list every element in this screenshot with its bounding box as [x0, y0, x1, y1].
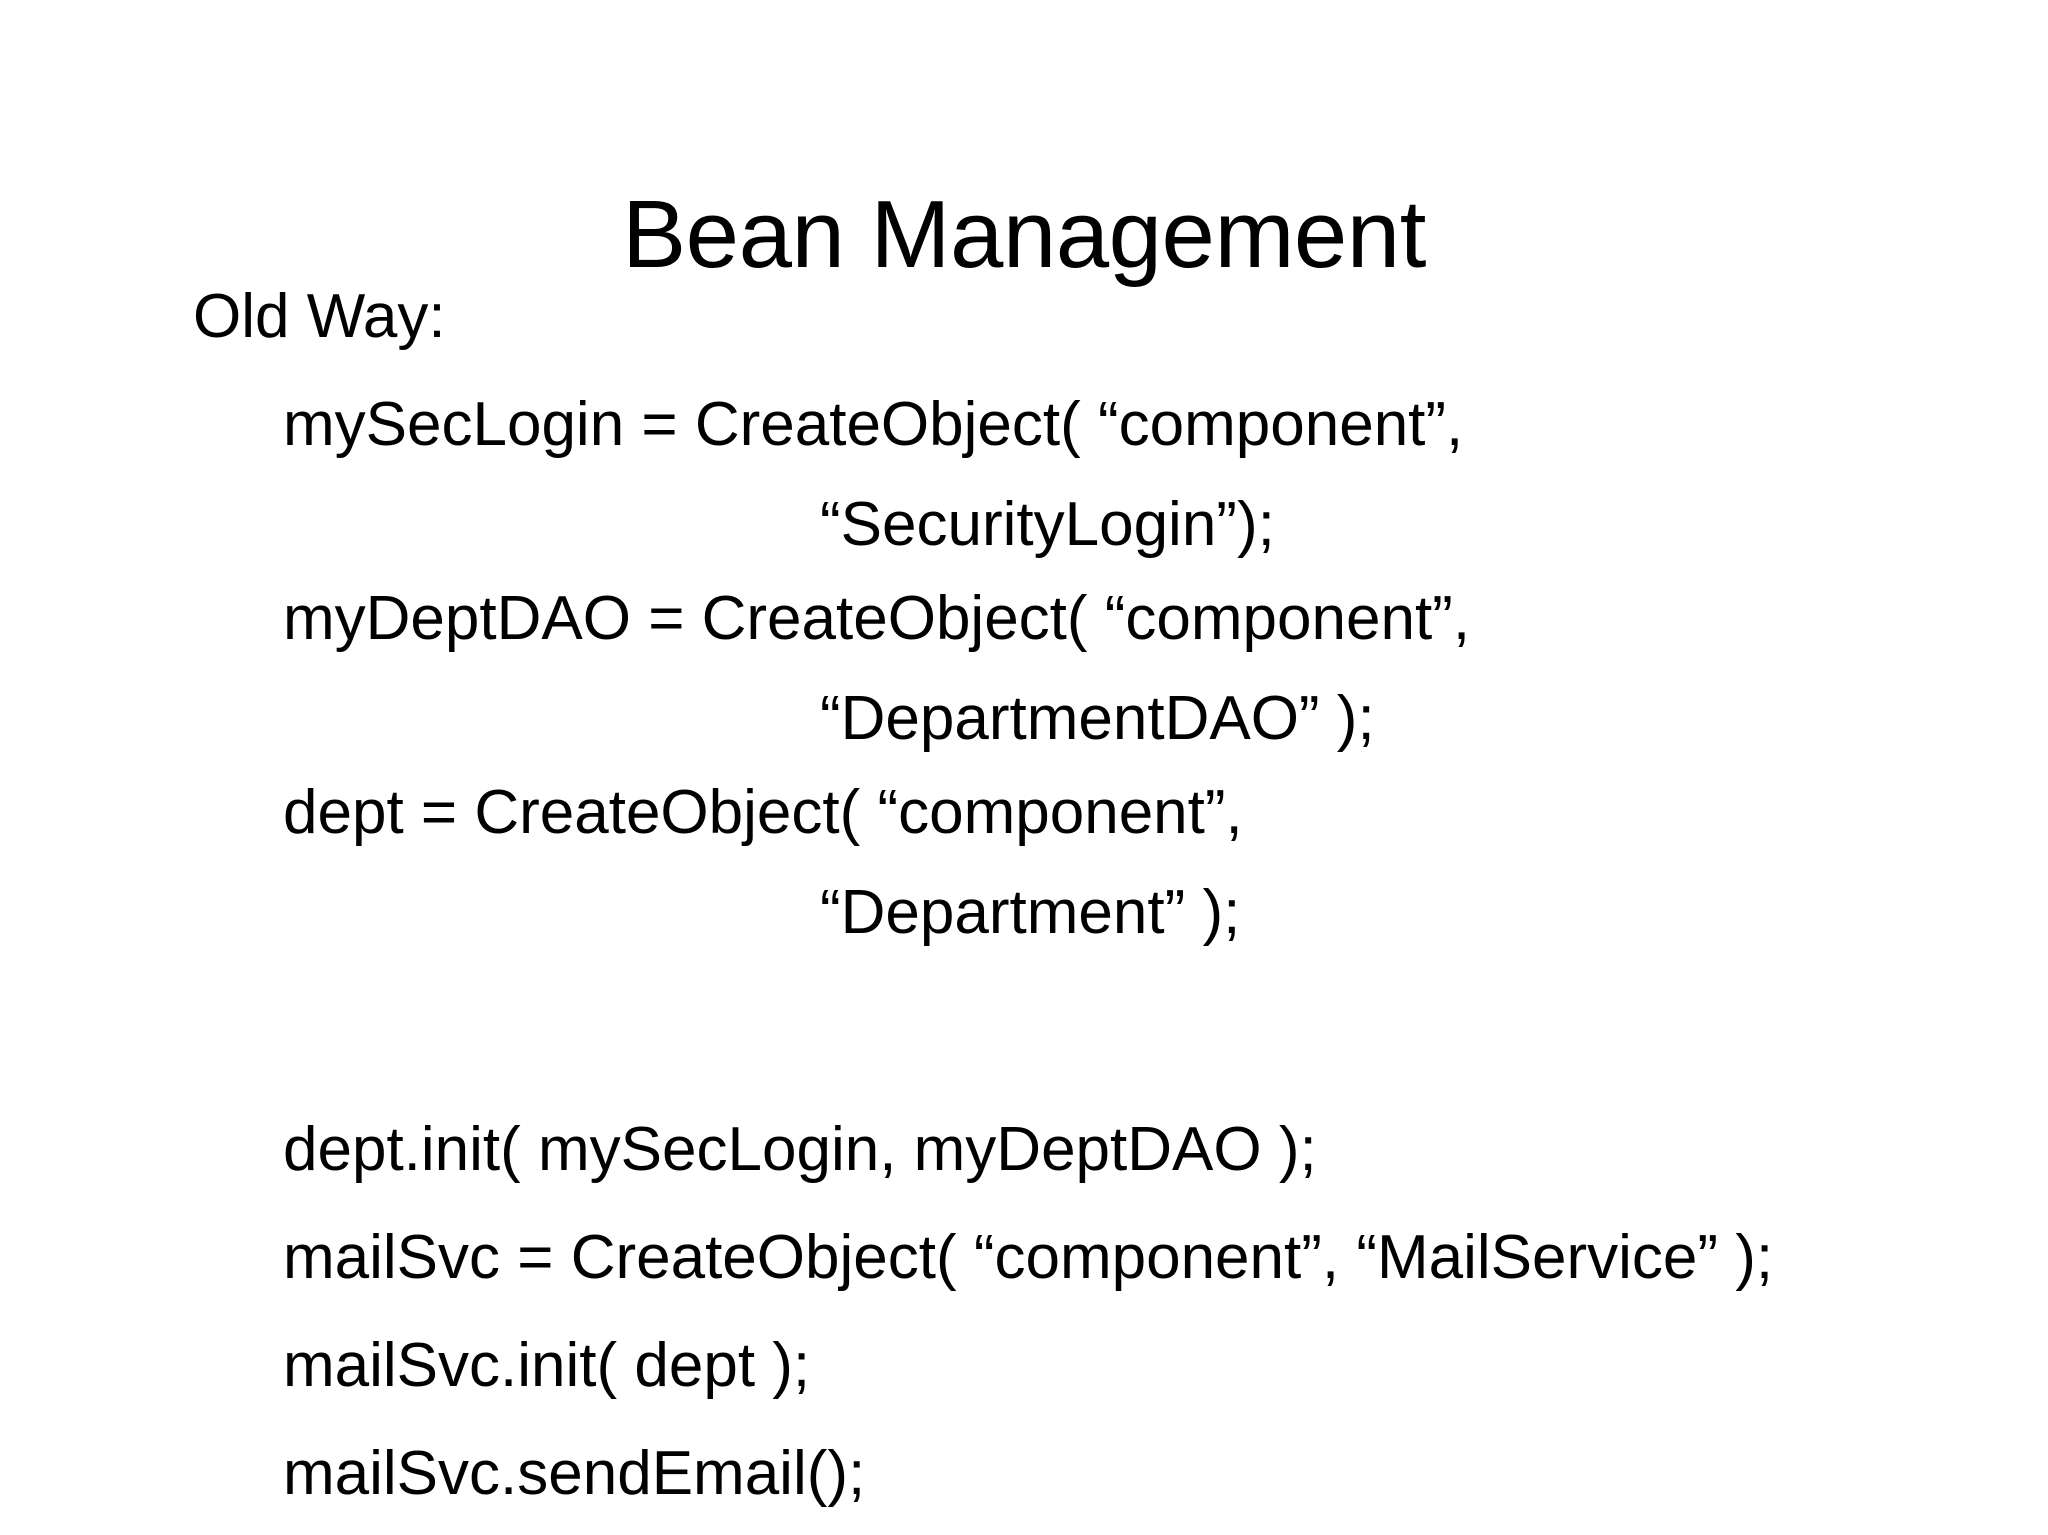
- lead-label-old-way: Old Way:: [193, 282, 446, 351]
- code-block: mySecLogin = CreateObject( “component”, …: [0, 394, 2048, 1505]
- code-line-mailsvc-create: mailSvc = CreateObject( “component”, “Ma…: [283, 1223, 1774, 1292]
- code-line-mailsvc-send-email: mailSvc.sendEmail();: [283, 1439, 866, 1508]
- code-line-dept-init: dept.init( mySecLogin, myDeptDAO );: [283, 1115, 1317, 1184]
- code-line-mailsvc-init: mailSvc.init( dept );: [283, 1331, 811, 1400]
- code-line-dept-create: dept = CreateObject( “component”,: [283, 778, 1243, 847]
- code-line-department-arg: “Department” );: [820, 878, 1241, 947]
- code-line-mydeptdao-create: myDeptDAO = CreateObject( “component”,: [283, 584, 1471, 653]
- slide-body: Old Way: mySecLogin = CreateObject( “com…: [0, 286, 2048, 1505]
- code-line-security-login-arg: “SecurityLogin”);: [820, 490, 1275, 559]
- code-line-mysec-login-create: mySecLogin = CreateObject( “component”,: [283, 390, 1464, 459]
- page-title: Bean Management: [622, 181, 1426, 289]
- code-line-department-dao-arg: “DepartmentDAO” );: [820, 684, 1375, 753]
